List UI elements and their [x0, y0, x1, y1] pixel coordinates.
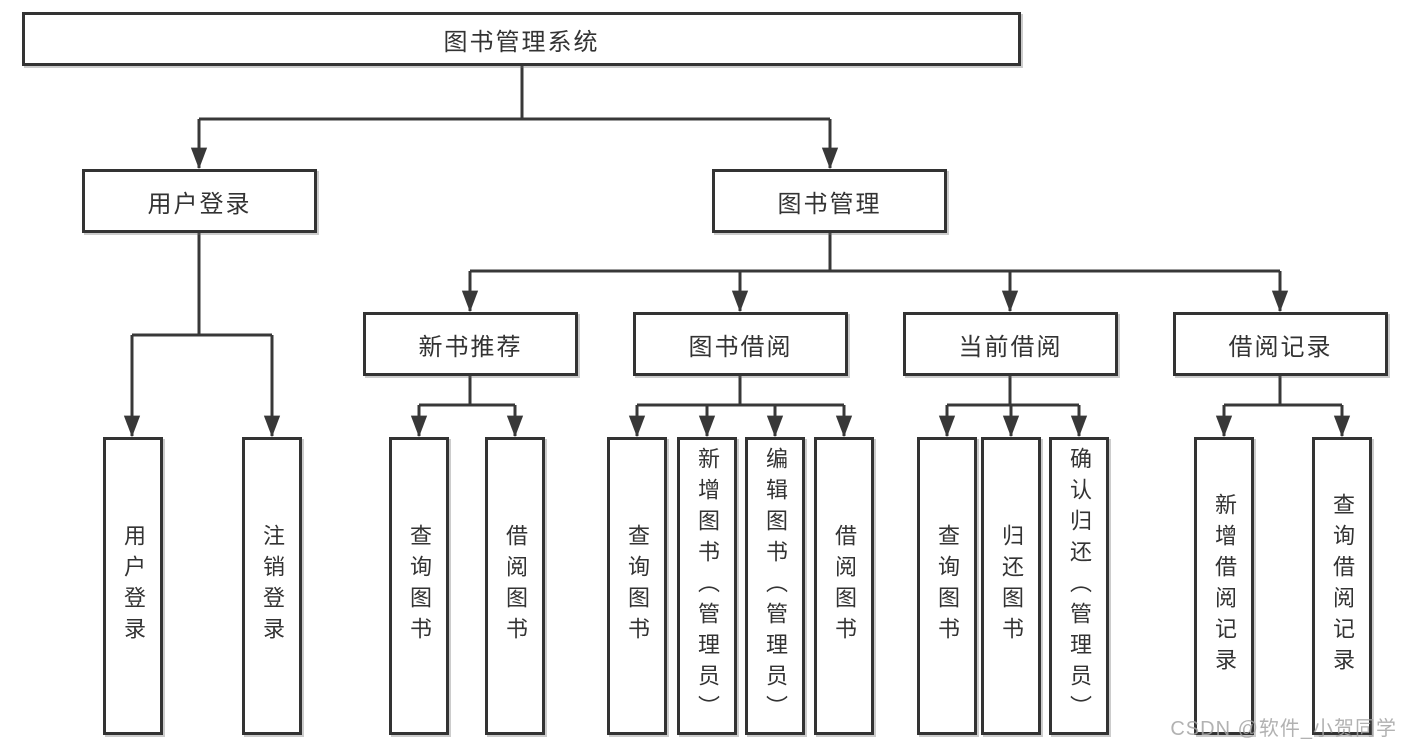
node-borrowing-records: 借阅记录 — [1173, 312, 1388, 376]
leaf-query-books: 查询图书 — [389, 437, 449, 735]
leaf-logout: 注销登录 — [242, 437, 302, 735]
leaf-query-books-label: 查询图书 — [625, 524, 650, 648]
node-book-management: 图书管理 — [712, 169, 947, 233]
leaf-borrow-books-label: 借阅图书 — [503, 524, 528, 648]
node-user-login-label: 用户登录 — [147, 190, 252, 218]
node-user-login: 用户登录 — [82, 169, 317, 233]
node-book-borrowing: 图书借阅 — [633, 312, 848, 376]
leaf-borrow-books-label: 借阅图书 — [832, 524, 857, 648]
leaf-query-books: 查询图书 — [917, 437, 977, 735]
leaf-borrow-books: 借阅图书 — [814, 437, 874, 735]
node-new-book-recommend-label: 新书推荐 — [418, 333, 523, 361]
leaf-return-books-label: 归还图书 — [999, 524, 1024, 648]
leaf-query-books-label: 查询图书 — [935, 524, 960, 648]
node-borrowing-records-label: 借阅记录 — [1228, 333, 1333, 361]
node-book-management-label: 图书管理 — [777, 190, 882, 218]
node-new-book-recommend: 新书推荐 — [363, 312, 578, 376]
node-current-borrowing: 当前借阅 — [903, 312, 1118, 376]
leaf-logout-label: 注销登录 — [260, 524, 285, 648]
leaf-add-books-admin-label: 新增图书（管理员） — [695, 446, 720, 726]
leaf-edit-books-admin: 编辑图书（管理员） — [745, 437, 805, 735]
leaf-add-borrow-record-label: 新增借阅记录 — [1212, 493, 1237, 679]
leaf-query-books-label: 查询图书 — [407, 524, 432, 648]
node-root: 图书管理系统 — [22, 12, 1021, 66]
leaf-user-login: 用户登录 — [103, 437, 163, 735]
leaf-query-borrow-record-label: 查询借阅记录 — [1330, 493, 1355, 679]
leaf-confirm-return-admin-label: 确认归还（管理员） — [1067, 446, 1092, 726]
csdn-watermark: CSDN @软件_小贺同学 — [1170, 718, 1397, 740]
leaf-add-books-admin: 新增图书（管理员） — [677, 437, 737, 735]
leaf-user-login-label: 用户登录 — [121, 524, 146, 648]
leaf-add-borrow-record: 新增借阅记录 — [1194, 437, 1254, 735]
leaf-borrow-books: 借阅图书 — [485, 437, 545, 735]
leaf-query-borrow-record: 查询借阅记录 — [1312, 437, 1372, 735]
leaf-return-books: 归还图书 — [981, 437, 1041, 735]
leaf-query-books: 查询图书 — [607, 437, 667, 735]
node-current-borrowing-label: 当前借阅 — [958, 333, 1063, 361]
node-book-borrowing-label: 图书借阅 — [688, 333, 793, 361]
leaf-confirm-return-admin: 确认归还（管理员） — [1049, 437, 1109, 735]
node-root-label: 图书管理系统 — [443, 28, 600, 56]
leaf-edit-books-admin-label: 编辑图书（管理员） — [763, 446, 788, 726]
